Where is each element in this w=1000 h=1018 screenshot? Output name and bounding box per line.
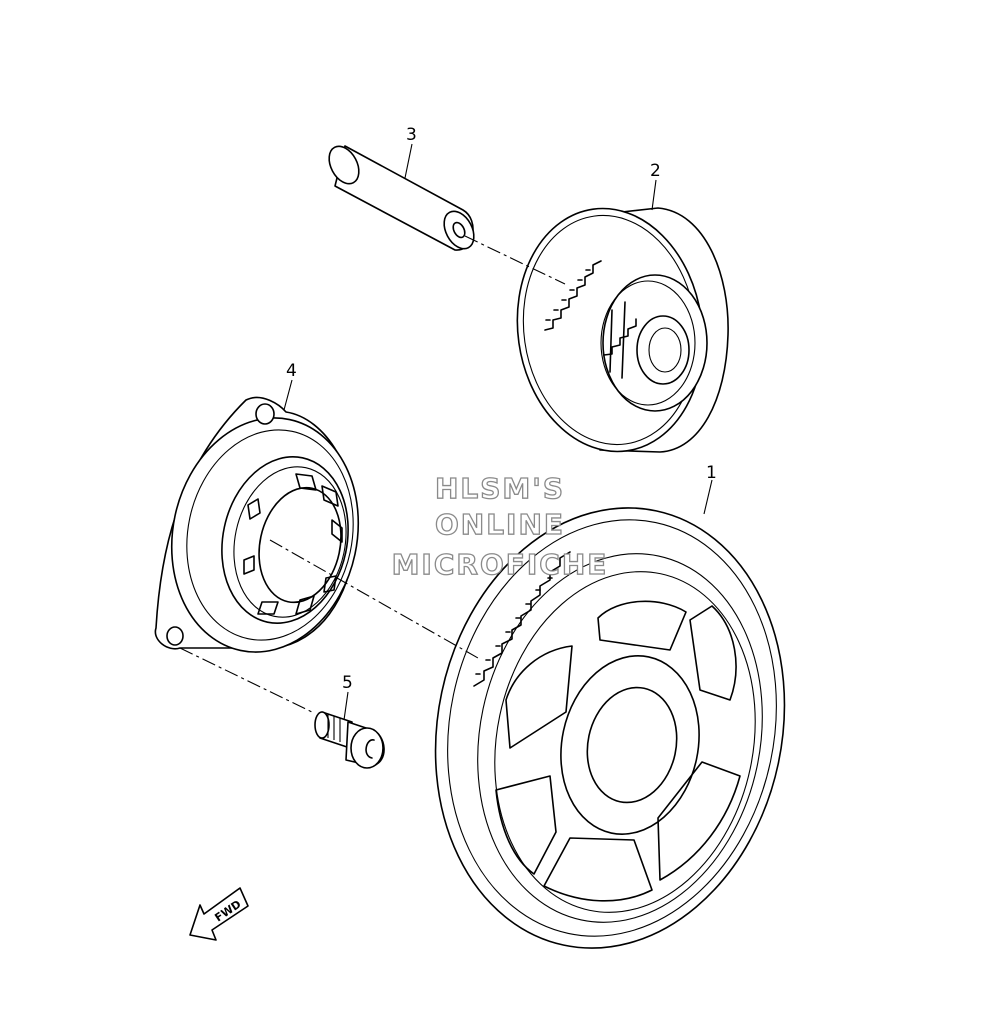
watermark-line-2: ONLINE <box>435 508 565 541</box>
part-2-idler-gear[interactable] <box>502 196 729 463</box>
callout-2: 2 <box>650 161 661 181</box>
part-2-gear-teeth <box>544 260 637 356</box>
part-5-bolt[interactable] <box>314 711 385 769</box>
center-lines <box>179 235 566 713</box>
part-1-gear-teeth <box>473 551 571 687</box>
part-4-rollers <box>243 473 343 615</box>
watermark-line-1: HLSM'S <box>435 472 565 505</box>
part-1-starter-wheel-gear[interactable] <box>396 475 825 981</box>
part-3-shaft[interactable] <box>323 141 480 254</box>
forward-direction-arrow: FWD <box>189 887 249 941</box>
leader-lines <box>283 143 713 721</box>
watermark: HLSM'S ONLINE MICROFICHE <box>391 471 609 581</box>
watermark-line-3: MICROFICHE <box>392 548 609 581</box>
callout-4: 4 <box>286 361 297 381</box>
callout-1: 1 <box>706 463 717 483</box>
callout-5: 5 <box>342 673 353 693</box>
part-4-clutch-housing[interactable] <box>150 396 379 669</box>
callout-3: 3 <box>406 125 417 145</box>
part-1-spoke-windows <box>495 600 741 902</box>
